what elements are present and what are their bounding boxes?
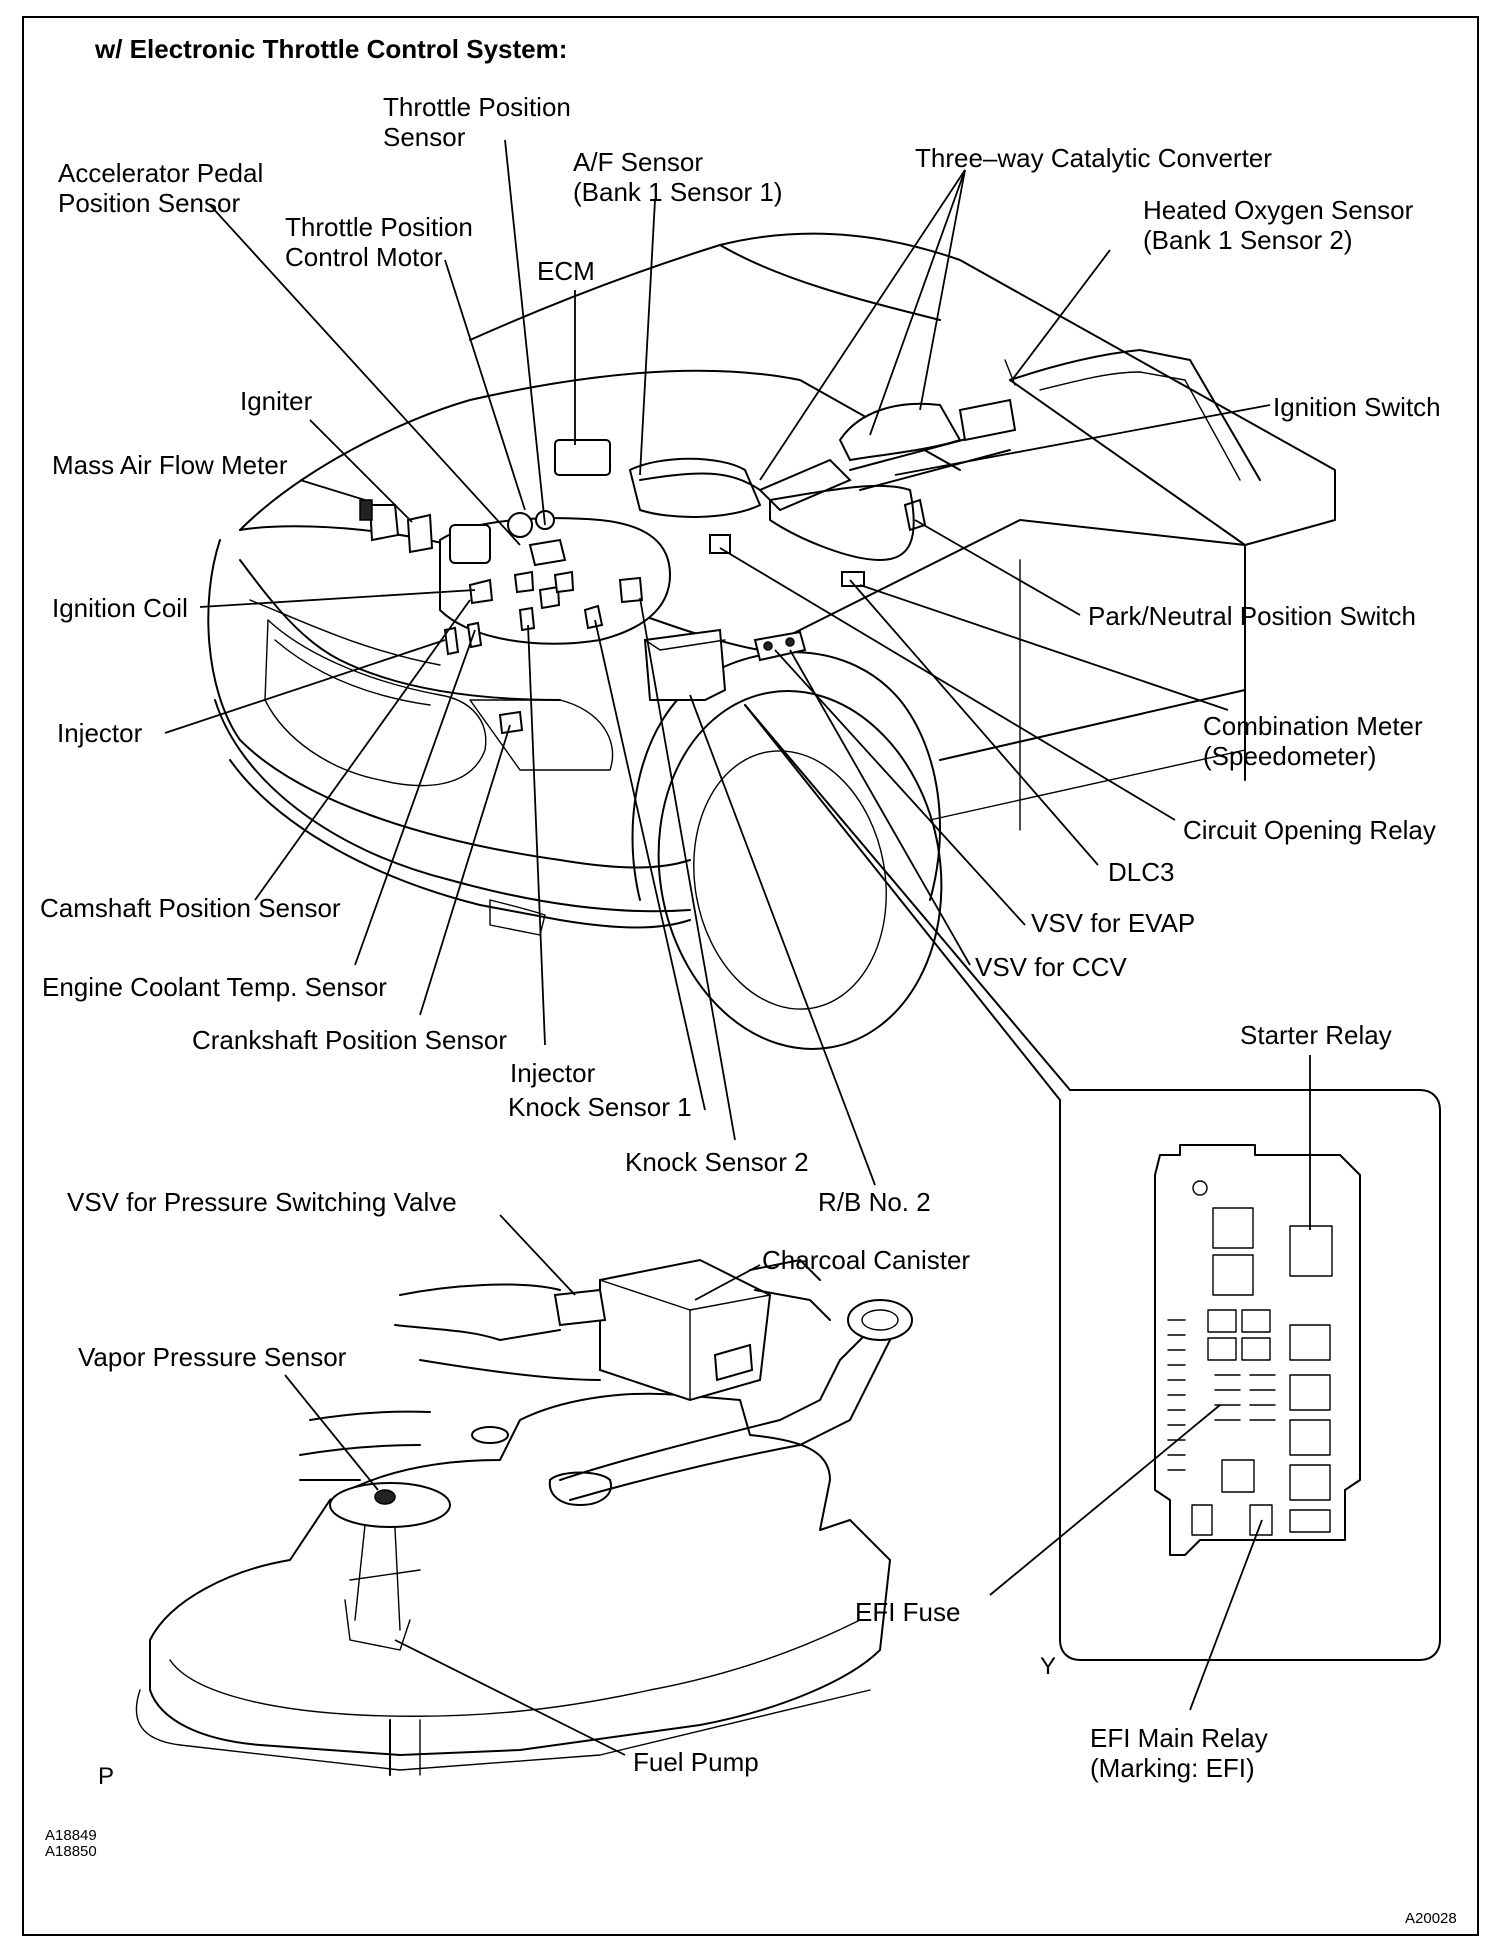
label-ignition-coil: Ignition Coil bbox=[52, 593, 188, 623]
label-accelerator-pedal-position-sensor: Accelerator Pedal Position Sensor bbox=[58, 158, 264, 218]
label-crankshaft-position-sensor: Crankshaft Position Sensor bbox=[192, 1025, 508, 1055]
label-combination-meter: Combination Meter (Speedometer) bbox=[1203, 711, 1423, 771]
label-vsv-for-ccv: VSV for CCV bbox=[975, 952, 1127, 982]
label-vsv-for-evap: VSV for EVAP bbox=[1031, 908, 1196, 938]
label-af-sensor: A/F Sensor (Bank 1 Sensor 1) bbox=[573, 147, 783, 207]
label-mass-air-flow-meter: Mass Air Flow Meter bbox=[52, 450, 288, 480]
label-circuit-opening-relay: Circuit Opening Relay bbox=[1183, 815, 1436, 845]
figure-codes: A18849 A18850 bbox=[45, 1827, 97, 1860]
fuel-tank-assembly bbox=[135, 1258, 913, 1776]
figure-id: A20028 bbox=[1405, 1910, 1457, 1927]
label-fuel-pump: Fuel Pump bbox=[633, 1747, 759, 1777]
label-charcoal-canister: Charcoal Canister bbox=[762, 1245, 971, 1275]
label-view-y: Y bbox=[1040, 1653, 1057, 1680]
label-starter-relay: Starter Relay bbox=[1240, 1020, 1392, 1050]
label-efi-main-relay: EFI Main Relay (Marking: EFI) bbox=[1090, 1723, 1268, 1783]
relay-box-inset bbox=[744, 704, 1441, 1661]
label-view-p: P bbox=[98, 1763, 115, 1790]
label-knock-sensor-1: Knock Sensor 1 bbox=[508, 1092, 692, 1122]
ecm-box bbox=[554, 439, 611, 476]
figure-border bbox=[22, 16, 1479, 1936]
label-efi-fuse: EFI Fuse bbox=[855, 1597, 961, 1627]
label-dlc3: DLC3 bbox=[1108, 857, 1175, 887]
rb-no2-box bbox=[643, 628, 727, 701]
engine-components bbox=[359, 359, 1017, 735]
label-heated-oxygen-sensor: Heated Oxygen Sensor (Bank 1 Sensor 2) bbox=[1143, 195, 1414, 255]
label-camshaft-position-sensor: Camshaft Position Sensor bbox=[40, 893, 341, 923]
label-injector-left: Injector bbox=[57, 718, 143, 748]
label-ecm: ECM bbox=[537, 256, 595, 286]
label-three-way-catalytic-converter: Three–way Catalytic Converter bbox=[915, 143, 1272, 173]
label-engine-coolant-temp-sensor: Engine Coolant Temp. Sensor bbox=[42, 972, 387, 1002]
label-throttle-position-sensor: Throttle Position Sensor bbox=[383, 92, 571, 152]
label-injector-center: Injector bbox=[510, 1058, 596, 1088]
figure-title: w/ Electronic Throttle Control System: bbox=[95, 34, 568, 64]
label-rb-no2: R/B No. 2 bbox=[818, 1187, 931, 1217]
leader-lines bbox=[164, 139, 1311, 1756]
label-park-neutral-position-switch: Park/Neutral Position Switch bbox=[1088, 601, 1417, 631]
label-vsv-pressure-switching-valve: VSV for Pressure Switching Valve bbox=[67, 1187, 457, 1217]
label-throttle-position-control-motor: Throttle Position Control Motor bbox=[285, 212, 473, 272]
label-igniter: Igniter bbox=[240, 386, 313, 416]
label-vapor-pressure-sensor: Vapor Pressure Sensor bbox=[78, 1342, 347, 1372]
label-knock-sensor-2: Knock Sensor 2 bbox=[625, 1147, 809, 1177]
label-ignition-switch: Ignition Switch bbox=[1273, 392, 1441, 422]
